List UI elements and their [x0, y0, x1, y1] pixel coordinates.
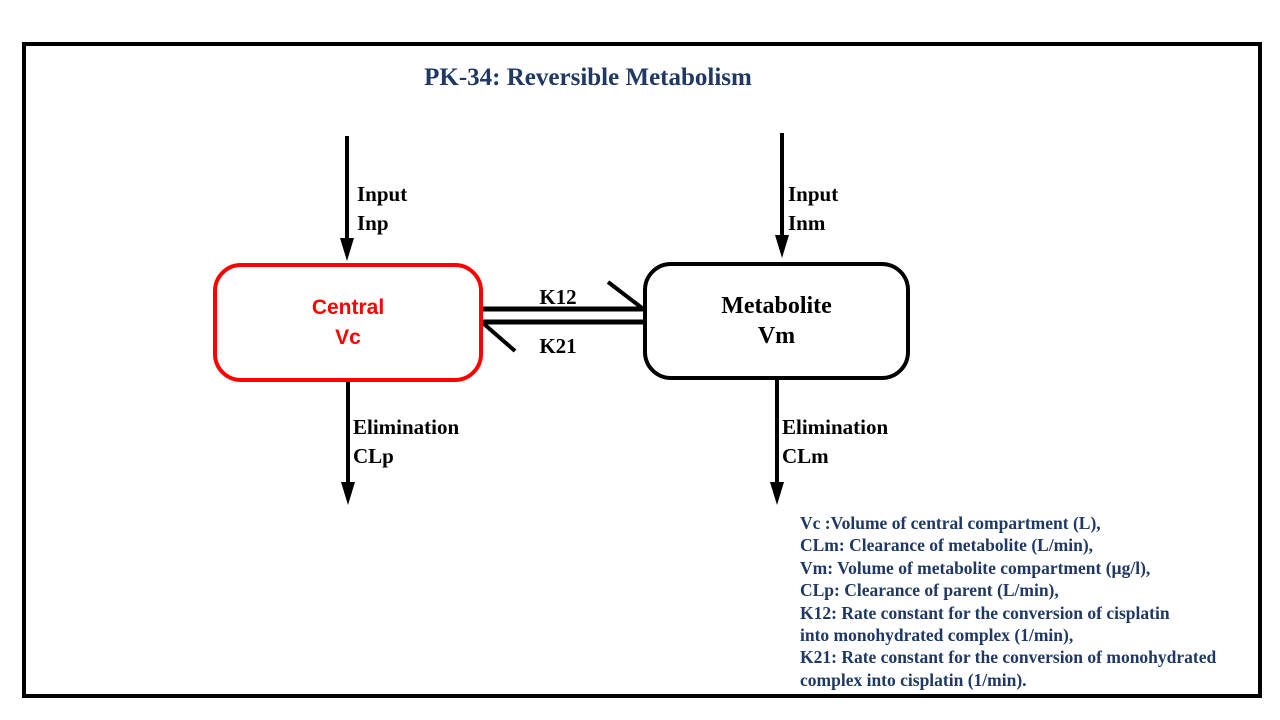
- input-metabolite-label-line2: Inm: [788, 211, 826, 235]
- elimination-metabolite-label-line1: Elimination: [782, 415, 889, 439]
- legend-line: into monohydrated complex (1/min),: [800, 625, 1074, 646]
- elimination-parent-arrowhead: [341, 482, 355, 505]
- legend-line: K12: Rate constant for the conversion of…: [800, 602, 1170, 623]
- elimination-metabolite-arrowhead: [770, 482, 784, 505]
- legend-line: CLp: Clearance of parent (L/min),: [800, 580, 1059, 601]
- k12-arrowhead: [606, 280, 644, 310]
- k12-label: K12: [539, 285, 577, 309]
- central-compartment-volume: Vc: [335, 325, 361, 349]
- input-parent-label-line1: Input: [357, 182, 408, 206]
- elimination-parent-label-line1: Elimination: [353, 415, 460, 439]
- central-compartment-name: Central: [311, 295, 385, 319]
- input-parent-label: Input Inp: [357, 180, 407, 238]
- legend-line: complex into cisplatin (1/min).: [800, 669, 1027, 690]
- input-parent-arrowhead: [340, 238, 354, 261]
- input-metabolite-label-line1: Input: [788, 182, 839, 206]
- legend-block: Vc :Volume of central compartment (L), C…: [800, 512, 1265, 691]
- input-parent-label-line2: Inp: [357, 211, 389, 235]
- input-metabolite-label: Input Inm: [788, 180, 838, 238]
- outer-border-frame: [22, 42, 1262, 698]
- diagram-title: PK-34: Reversible Metabolism: [424, 64, 752, 91]
- metabolite-compartment-name: Metabolite: [721, 293, 832, 319]
- legend-line: Vc :Volume of central compartment (L),: [800, 513, 1101, 533]
- legend-line: CLm: Clearance of metabolite (L/min),: [800, 535, 1094, 556]
- elimination-metabolite-label: Elimination CLm: [782, 413, 888, 471]
- metabolite-compartment-volume: Vm: [757, 323, 796, 349]
- input-metabolite-arrowhead: [775, 235, 789, 258]
- metabolite-compartment-box: Metabolite Vm: [643, 262, 910, 380]
- elimination-parent-label: Elimination CLp: [353, 413, 459, 471]
- k21-arrowhead: [482, 322, 517, 353]
- legend-line: Vm: Volume of metabolite compartment (µg…: [800, 557, 1151, 578]
- elimination-parent-label-line2: CLp: [353, 444, 394, 468]
- central-compartment-box: Central Vc: [213, 263, 483, 382]
- k21-label: K21: [539, 334, 577, 358]
- elimination-metabolite-label-line2: CLm: [782, 444, 829, 468]
- legend-line: K21: Rate constant for the conversion of…: [800, 647, 1217, 668]
